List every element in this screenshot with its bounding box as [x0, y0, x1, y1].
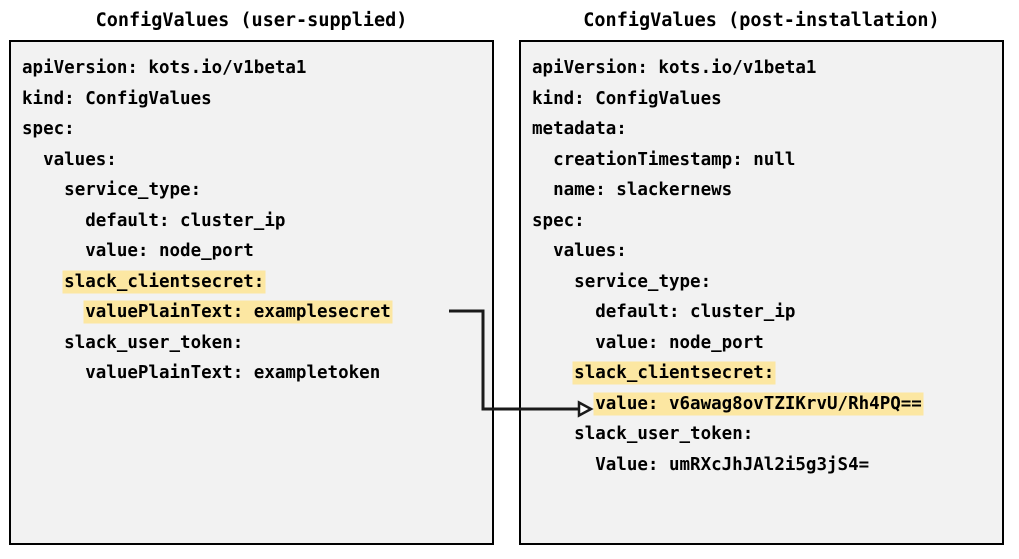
user-supplied-yaml-text: valuePlainText: examplesecret [85, 302, 391, 322]
user-supplied-yaml-line: service_type: [22, 175, 490, 206]
post-installation-yaml-line: slack_clientsecret: [532, 358, 1000, 389]
user-supplied-yaml-text: spec: [22, 119, 75, 139]
user-supplied-yaml-indent [22, 241, 85, 261]
post-installation-yaml-indent [532, 424, 574, 444]
user-supplied-yaml-line: values: [22, 145, 490, 176]
post-installation-yaml-indent [532, 180, 553, 200]
user-supplied-yaml-indent [22, 272, 64, 292]
user-supplied-configvalues-panel: apiVersion: kots.io/v1beta1 kind: ConfigV… [9, 40, 494, 545]
post-installation-yaml-text: metadata: [532, 119, 627, 139]
user-supplied-yaml-indent [22, 333, 64, 353]
post-installation-yaml-text: default: cluster_ip [595, 302, 796, 322]
post-installation-yaml-line: metadata: [532, 114, 1000, 145]
post-installation-yaml-text: kind: ConfigValues [532, 88, 722, 109]
post-installation-yaml-line: service_type: [532, 267, 1000, 298]
right-panel-title: ConfigValues (post-installation) [583, 10, 940, 31]
user-supplied-yaml-indent [22, 150, 43, 170]
user-supplied-yaml-text: service_type: [64, 180, 202, 200]
post-installation-yaml-line: spec: [532, 206, 1000, 237]
post-installation-yaml-indent [532, 363, 574, 383]
post-installation-yaml-line: slack_user_token: [532, 419, 1000, 450]
post-installation-configvalues-panel: apiVersion: kots.io/v1beta1 kind: ConfigV… [519, 40, 1004, 545]
post-installation-yaml-line: name: slackernews [532, 175, 1000, 206]
user-supplied-yaml-line: apiVersion: kots.io/v1beta1 [22, 53, 490, 84]
post-installation-yaml-indent [532, 272, 574, 292]
post-installation-yaml-text: slack_user_token: [574, 424, 754, 444]
user-supplied-yaml-text: value: node_port [85, 241, 254, 261]
post-installation-yaml-line: value: v6awag8ovTZIKrvU/Rh4PQ== [532, 389, 1000, 420]
user-supplied-yaml-line: valuePlainText: examplesecret [22, 297, 490, 328]
user-supplied-yaml-text: slack_user_token: [64, 332, 244, 353]
user-supplied-yaml-line: kind: ConfigValues [22, 84, 490, 115]
user-supplied-yaml-line: default: cluster_ip [22, 206, 490, 237]
user-supplied-yaml-text: apiVersion: kots.io/v1beta1 [22, 58, 307, 78]
user-supplied-yaml-indent [22, 180, 64, 200]
user-supplied-yaml-line: slack_clientsecret: [22, 267, 490, 298]
post-installation-yaml-line: default: cluster_ip [532, 297, 1000, 328]
user-supplied-yaml-indent [22, 211, 85, 231]
post-installation-yaml-line: apiVersion: kots.io/v1beta1 [532, 53, 1000, 84]
post-installation-configvalues-yaml: apiVersion: kots.io/v1beta1 kind: ConfigV… [532, 53, 1000, 480]
user-supplied-yaml-line: slack_user_token: [22, 328, 490, 359]
post-installation-yaml-text: values: [553, 241, 627, 261]
post-installation-yaml-line: values: [532, 236, 1000, 267]
post-installation-yaml-text: value: v6awag8ovTZIKrvU/Rh4PQ== [595, 393, 922, 414]
user-supplied-configvalues-yaml: apiVersion: kots.io/v1beta1 kind: ConfigV… [22, 53, 490, 389]
user-supplied-yaml-text: slack_clientsecret: [64, 271, 265, 292]
user-supplied-yaml-text: values: [43, 149, 117, 170]
post-installation-yaml-text: spec: [532, 210, 585, 231]
user-supplied-yaml-text: valuePlainText: exampletoken [85, 363, 381, 383]
post-installation-yaml-indent [532, 333, 595, 353]
post-installation-yaml-line: Value: umRXcJhJAl2i5g3jS4= [532, 450, 1000, 481]
post-installation-yaml-text: name: slackernews [553, 180, 733, 200]
post-installation-yaml-indent [532, 394, 595, 414]
post-installation-yaml-text: apiVersion: kots.io/v1beta1 [532, 58, 817, 78]
post-installation-yaml-text: slack_clientsecret: [574, 363, 775, 383]
post-installation-yaml-text: service_type: [574, 271, 712, 292]
user-supplied-yaml-text: default: cluster_ip [85, 210, 286, 231]
post-installation-yaml-line: creationTimestamp: null [532, 145, 1000, 176]
post-installation-yaml-indent [532, 150, 553, 170]
post-installation-yaml-indent [532, 241, 553, 261]
user-supplied-yaml-indent [22, 302, 85, 322]
post-installation-yaml-indent [532, 302, 595, 322]
user-supplied-yaml-line: spec: [22, 114, 490, 145]
left-panel-title: ConfigValues (user-supplied) [95, 10, 408, 31]
post-installation-yaml-text: Value: umRXcJhJAl2i5g3jS4= [595, 454, 870, 475]
post-installation-yaml-line: value: node_port [532, 328, 1000, 359]
post-installation-yaml-line: kind: ConfigValues [532, 84, 1000, 115]
post-installation-yaml-text: creationTimestamp: null [553, 149, 796, 170]
user-supplied-yaml-line: value: node_port [22, 236, 490, 267]
user-supplied-yaml-indent [22, 363, 85, 383]
user-supplied-yaml-line: valuePlainText: exampletoken [22, 358, 490, 389]
user-supplied-yaml-text: kind: ConfigValues [22, 88, 212, 109]
post-installation-yaml-indent [532, 455, 595, 475]
post-installation-yaml-text: value: node_port [595, 332, 764, 353]
